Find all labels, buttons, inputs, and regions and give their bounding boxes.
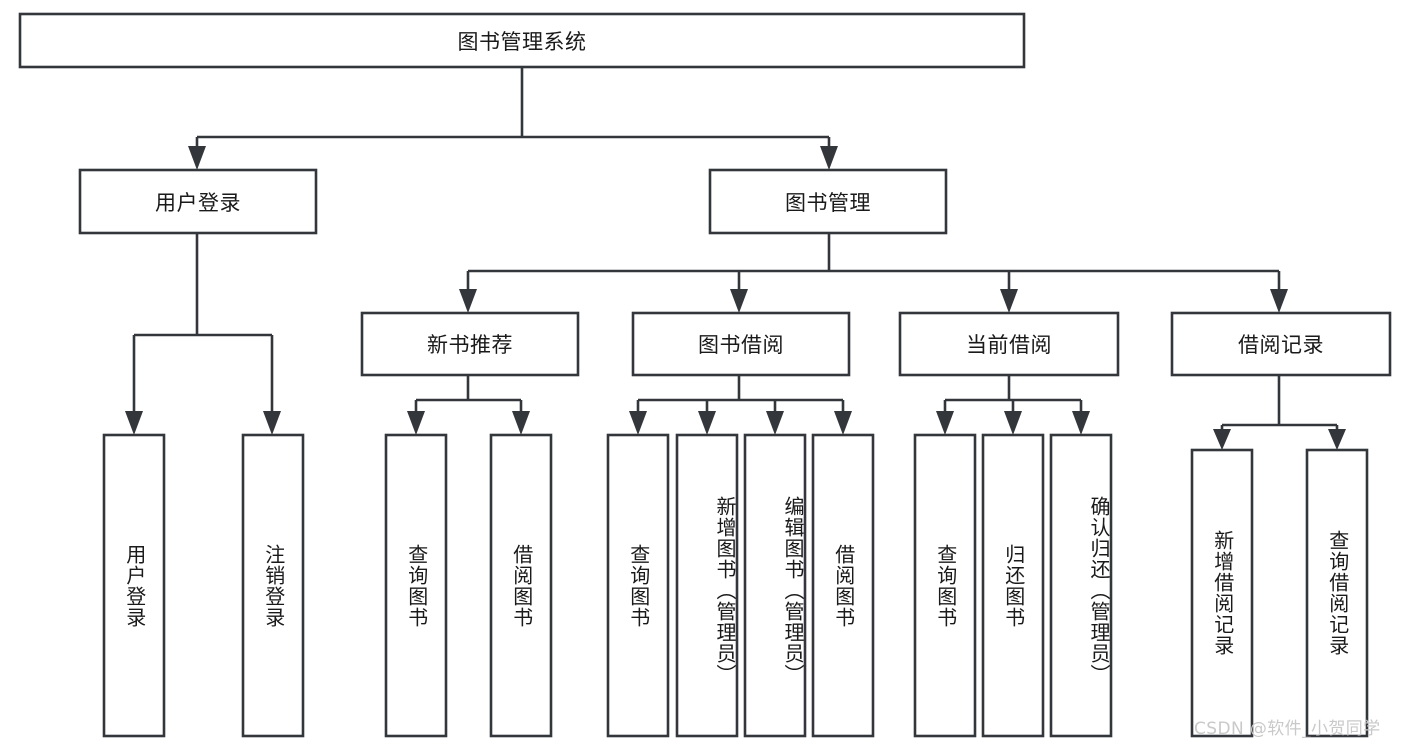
arrowhead-leaf-query-book-1 [407,411,425,435]
arrowhead-user-login [188,146,206,170]
arrowhead-leaf-edit-book [766,411,784,435]
node-box-leaf-query-book-2[interactable] [606,433,670,738]
node-box-leaf-edit-book[interactable] [743,433,807,738]
arrowhead-leaf-user-login [125,411,143,435]
arrowhead-leaf-borrow-book-1 [512,411,530,435]
arrowhead-leaf-borrow-book-2 [834,411,852,435]
node-box-leaf-confirm-return[interactable] [1049,433,1113,738]
node-box-leaf-borrow-book-2[interactable] [811,433,875,738]
arrowhead-leaf-query-book-3 [936,411,954,435]
arrowhead-leaf-return-book [1004,411,1022,435]
arrowhead-leaf-add-book [698,411,716,435]
arrowhead-new-book-rec [459,289,477,313]
node-box-root[interactable] [18,12,1026,69]
arrowhead-book-manage [820,146,838,170]
node-box-leaf-query-record[interactable] [1305,448,1369,738]
node-box-leaf-query-book-1[interactable] [384,433,448,738]
node-box-leaf-borrow-book-1[interactable] [489,433,553,738]
arrowhead-leaf-logout-login [263,411,281,435]
connector-group-book-borrow [629,375,852,435]
arrowhead-current-borrow [1000,289,1018,313]
node-box-leaf-query-book-3[interactable] [913,433,977,738]
connector-group-user-login [125,233,281,435]
node-box-user-login[interactable] [78,168,318,235]
node-box-leaf-return-book[interactable] [981,433,1045,738]
connector-group-book-manage [459,233,1288,313]
node-box-book-manage[interactable] [708,168,948,235]
node-box-leaf-user-login[interactable] [102,433,166,738]
node-box-leaf-logout-login[interactable] [241,433,305,738]
connector-group-new-book-rec [407,375,530,435]
node-box-new-book-rec[interactable] [360,311,580,377]
arrowhead-book-borrow [730,289,748,313]
csdn-watermark: CSDN @软件_小贺同学 [1194,719,1381,739]
arrowhead-leaf-query-record [1328,429,1346,450]
arrowhead-leaf-confirm-return [1072,411,1090,435]
connector-group-current-borrow [936,375,1090,435]
arrowhead-leaf-add-record [1213,429,1231,450]
arrowhead-leaf-query-book-2 [629,411,647,435]
node-box-borrow-record[interactable] [1170,311,1392,377]
connector-group-borrow-record [1213,375,1346,450]
arrowhead-borrow-record [1270,289,1288,313]
node-box-leaf-add-book[interactable] [675,433,739,738]
node-box-book-borrow[interactable] [631,311,851,377]
connector-group-root [188,67,838,170]
node-box-leaf-add-record[interactable] [1190,448,1254,738]
node-box-current-borrow[interactable] [898,311,1120,377]
